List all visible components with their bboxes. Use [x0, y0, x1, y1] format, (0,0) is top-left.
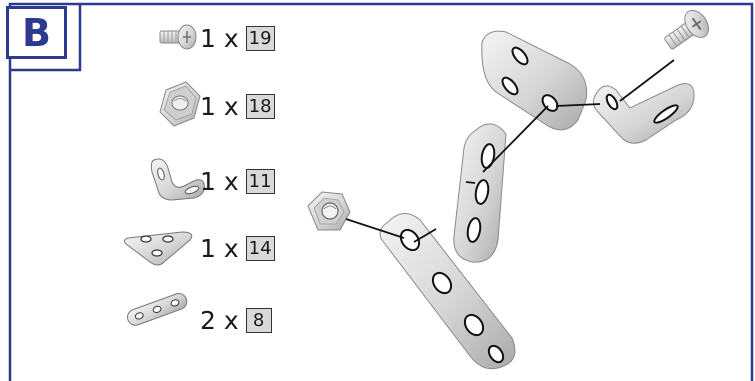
screw-part — [664, 9, 710, 50]
parts-list-item: 1 x 19 — [200, 23, 275, 53]
strip-3-hole-icon — [127, 293, 188, 326]
part-number-box: 14 — [245, 235, 275, 261]
part-number-box: 11 — [245, 168, 275, 194]
part-number-box: 8 — [245, 307, 272, 333]
part-quantity: 1 x — [200, 23, 239, 53]
parts-list-item: 1 x 11 — [200, 166, 275, 196]
part-quantity: 2 x — [200, 305, 239, 335]
part-number-box: 18 — [245, 93, 275, 119]
step-badge: B — [6, 6, 67, 59]
long-strip-part — [379, 213, 516, 370]
part-quantity: 1 x — [200, 166, 239, 196]
parts-list-item: 2 x 8 — [200, 305, 272, 335]
parts-list-item: 1 x 18 — [200, 91, 275, 121]
angle-bracket-part — [592, 83, 695, 144]
frame-border — [8, 2, 754, 381]
screw-icon — [159, 24, 197, 50]
vertical-strip-part — [453, 123, 507, 263]
assembly-lines — [345, 59, 675, 243]
part-number-box: 19 — [245, 25, 275, 51]
triangular-plate-part — [481, 30, 588, 131]
badge-corner-line — [10, 4, 82, 72]
angle-bracket-icon — [150, 158, 205, 201]
triangular-plate-icon — [123, 231, 193, 266]
hex-nut-icon — [159, 81, 201, 127]
hex-nut-part — [307, 191, 351, 231]
part-quantity: 1 x — [200, 91, 239, 121]
step-label: B — [22, 10, 51, 55]
parts-list-item: 1 x 14 — [200, 233, 275, 263]
part-quantity: 1 x — [200, 233, 239, 263]
